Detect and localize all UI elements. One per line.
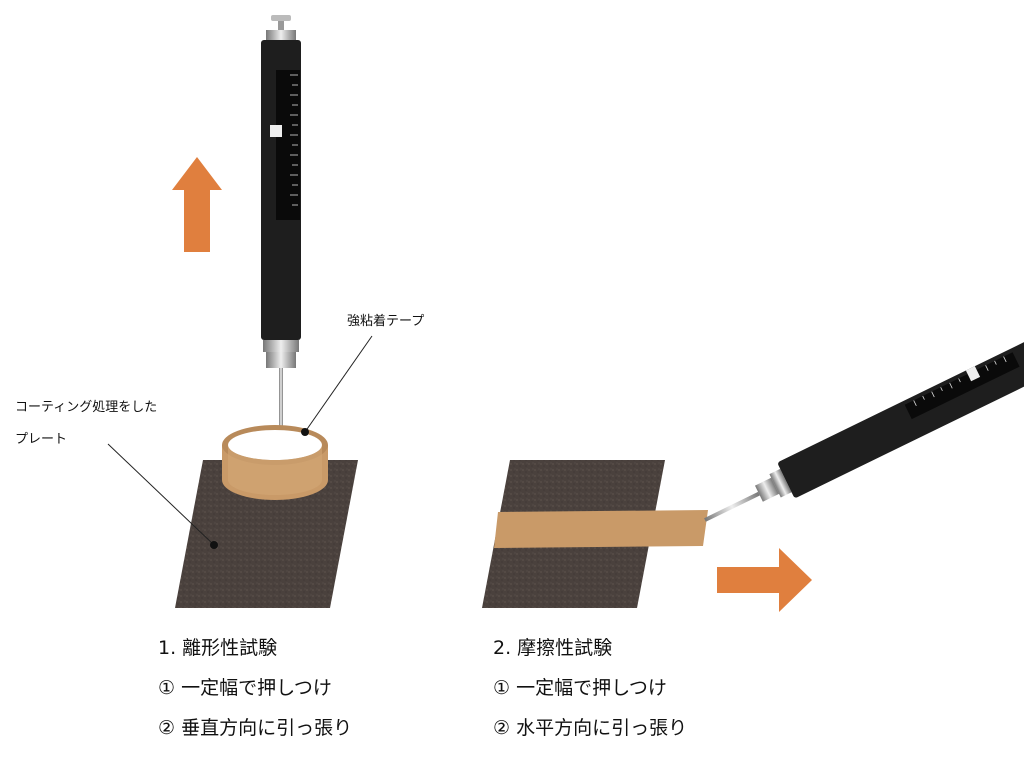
plate-label-line1: コーティング処理をした <box>15 400 158 415</box>
plate-label-line2: プレート <box>15 432 68 447</box>
test2-step1: ① 一定幅で押しつけ <box>493 677 667 699</box>
force-gauge-vertical <box>261 15 301 430</box>
force-gauge-horizontal <box>704 332 1024 522</box>
up-arrow-icon <box>172 157 222 252</box>
right-arrow-icon <box>717 548 812 612</box>
test1-step1: ① 一定幅で押しつけ <box>158 677 332 699</box>
tape-strip <box>494 510 708 548</box>
test1-title: 1. 離形性試験 <box>158 637 278 659</box>
test2-title: 2. 摩擦性試験 <box>493 637 613 659</box>
coated-plate-1 <box>175 460 358 608</box>
tape-ring <box>222 425 328 500</box>
tape-label: 強粘着テープ <box>347 314 425 329</box>
test1-step2: ② 垂直方向に引っ張り <box>158 717 353 739</box>
test2-step2: ② 水平方向に引っ張り <box>493 717 688 739</box>
